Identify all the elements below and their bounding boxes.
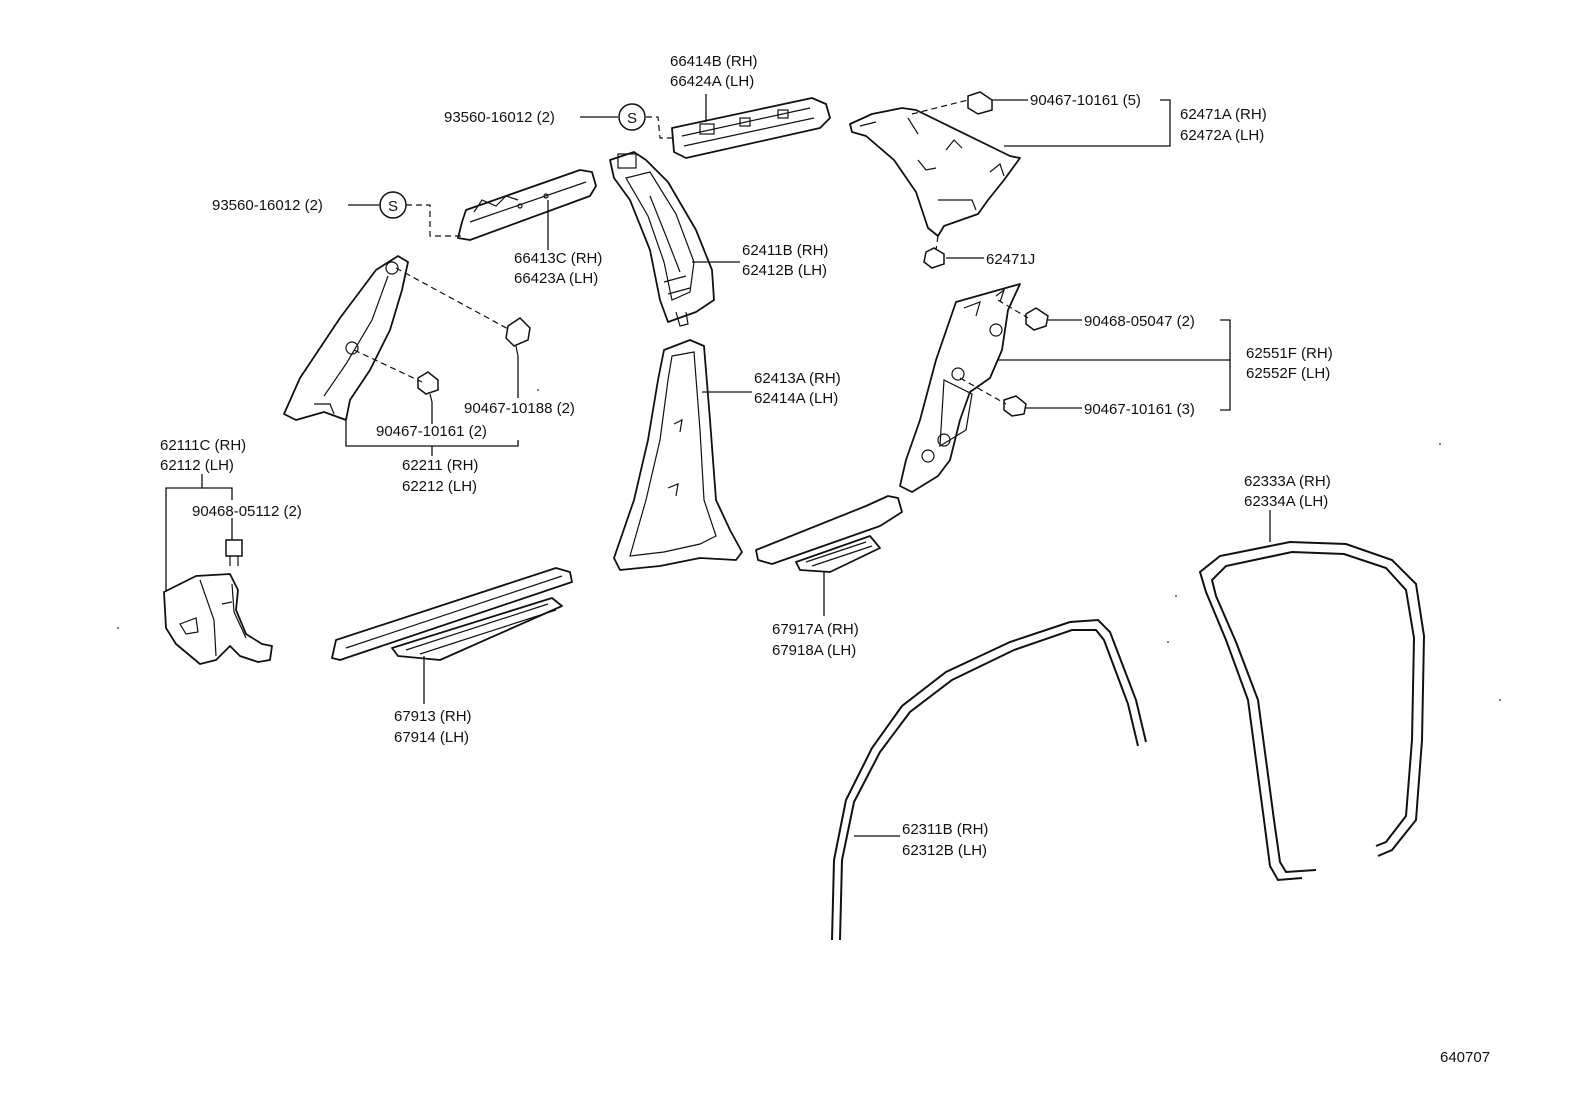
front-door-scuff-plate-67913 — [331, 567, 573, 661]
label-66414b: 66414B (RH) — [670, 53, 758, 70]
label-62111c: 62111C (RH) — [160, 437, 246, 454]
label-67913: 67913 (RH) — [394, 708, 472, 725]
roof-side-garnish-66414b — [671, 97, 831, 159]
label-62412b: 62412B (LH) — [742, 262, 827, 279]
label-62414a: 62414A (LH) — [754, 390, 838, 407]
clip-90468-05112 — [225, 539, 243, 566]
label-90468-05112: 90468-05112 (2) — [192, 503, 302, 520]
clip-90467-10161-quarter — [1003, 395, 1027, 417]
leader-lines — [165, 94, 1271, 837]
front-door-weatherstrip-62311b — [831, 618, 1147, 941]
label-62112: 62112 (LH) — [160, 457, 234, 474]
label-66413c: 66413C (RH) — [514, 250, 602, 267]
sealant-symbol-mid: S — [379, 191, 407, 219]
label-62312b: 62312B (LH) — [902, 842, 987, 859]
diagram-code: 640707 — [1440, 1049, 1490, 1066]
scan-specks — [117, 389, 1501, 701]
rear-door-weatherstrip-62333a — [1198, 540, 1426, 882]
label-62211: 62211 (RH) — [402, 457, 478, 474]
clip-90467-10161-roof — [967, 91, 993, 115]
sealant-symbol-top: S — [618, 103, 646, 131]
label-90467-10161-3: 90467-10161 (3) — [1084, 401, 1195, 418]
label-90467-10161-2: 90467-10161 (2) — [376, 423, 487, 440]
label-62311b: 62311B (RH) — [902, 821, 988, 838]
sealant-letter: S — [627, 110, 637, 127]
center-pillar-upper-garnish-62411b — [609, 151, 715, 327]
rear-door-scuff-plate-67917a — [755, 495, 903, 573]
label-62212: 62212 (LH) — [402, 478, 477, 495]
clip-62471j — [923, 247, 945, 269]
label-62471a: 62471A (RH) — [1180, 106, 1267, 123]
cowl-side-trim-62111c — [163, 573, 273, 665]
label-62333a: 62333A (RH) — [1244, 473, 1331, 490]
sealant-letter: S — [388, 198, 398, 215]
label-62552f: 62552F (LH) — [1246, 365, 1330, 382]
label-90468-05047: 90468-05047 (2) — [1084, 313, 1195, 330]
label-93560-top: 93560-16012 (2) — [444, 109, 555, 126]
label-67917a: 67917A (RH) — [772, 621, 859, 638]
label-62334a: 62334A (LH) — [1244, 493, 1328, 510]
front-pillar-garnish-62211 — [283, 255, 409, 421]
quarter-trim-panel-62551f — [899, 283, 1021, 493]
label-90467-10161-5: 90467-10161 (5) — [1030, 92, 1141, 109]
clip-90467-10188 — [505, 317, 531, 357]
label-62411b: 62411B (RH) — [742, 242, 828, 259]
label-67918a: 67918A (LH) — [772, 642, 856, 659]
rear-roof-side-garnish-62471a — [849, 107, 1021, 237]
roof-side-garnish-66413c — [457, 169, 597, 241]
clip-90468-05047 — [1025, 307, 1049, 331]
label-67914: 67914 (LH) — [394, 729, 469, 746]
label-62413a: 62413A (RH) — [754, 370, 841, 387]
label-62551f: 62551F (RH) — [1246, 345, 1333, 362]
clip-90467-10161-a-pillar — [417, 371, 439, 403]
label-66423a: 66423A (LH) — [514, 270, 598, 287]
part-labels: 66414B (RH) 66424A (LH) 93560-16012 (2) … — [160, 53, 1490, 1066]
label-62472a: 62472A (LH) — [1180, 127, 1264, 144]
label-93560-mid: 93560-16012 (2) — [212, 197, 323, 214]
center-pillar-lower-garnish-62413a — [613, 339, 743, 571]
label-90467-10188: 90467-10188 (2) — [464, 400, 575, 417]
label-66424a: 66424A (LH) — [670, 73, 754, 90]
label-62471j: 62471J — [986, 251, 1035, 268]
